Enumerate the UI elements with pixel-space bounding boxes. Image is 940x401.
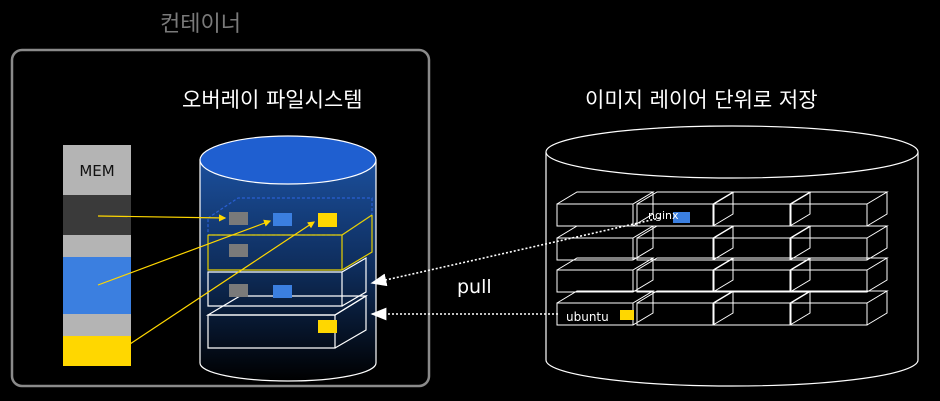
overlay-block-dark-2: [229, 244, 248, 257]
memory-block-gray-2: [63, 314, 131, 336]
image-layer-box: [636, 225, 735, 261]
overlay-layer-bottom: [205, 294, 369, 349]
image-store-cylinder: [545, 125, 919, 387]
image-layer-box: [636, 257, 735, 293]
image-layer-box: [713, 225, 812, 261]
ubuntu-layer-highlight: [620, 310, 634, 320]
container-title: 컨테이너: [160, 12, 241, 37]
memory-label: MEM: [79, 162, 115, 180]
memory-block-label-area: [63, 145, 131, 195]
ubuntu-label: ubuntu: [566, 310, 609, 324]
overlay-block-dark-3: [229, 284, 248, 297]
container-frame: [10, 48, 431, 388]
overlay-block-yellow-2: [318, 320, 337, 333]
nginx-label: nginx: [648, 209, 679, 222]
memory-block-yellow: [63, 336, 131, 366]
image-layer-box: [556, 257, 655, 293]
pull-arrows: [370, 217, 661, 321]
overlay-block-dark-1: [229, 212, 248, 225]
image-layer-box: [713, 257, 812, 293]
overlay-block-blue-1: [273, 213, 292, 226]
image-layer-box: [636, 290, 735, 326]
memory-block-blue: [63, 257, 131, 314]
memory-column: [63, 145, 131, 366]
overlay-block-yellow-1: [318, 213, 337, 227]
image-layer-box: [556, 290, 655, 326]
memory-block-dark: [63, 195, 131, 235]
pull-arrow-nginx: [370, 217, 661, 287]
memory-mapping-lines: [97, 214, 316, 345]
image-store-cylinder-top: [545, 125, 919, 179]
image-layer-box: [790, 290, 889, 326]
overlay-filesystem-title: 오버레이 파일시스템: [182, 88, 363, 112]
overlay-block-blue-2: [273, 285, 292, 298]
overlay-cylinder-top: [199, 135, 377, 185]
image-layer-box: [790, 225, 889, 261]
nginx-layer-highlight: [673, 212, 690, 223]
image-layer-box: [556, 225, 655, 261]
image-store-title: 이미지 레이어 단위로 저장: [585, 88, 818, 112]
image-layer-grid: [556, 191, 889, 326]
overlay-layer-top: [207, 197, 373, 271]
memory-block-gray-1: [63, 235, 131, 257]
image-layer-box: [713, 290, 812, 326]
overlay-cylinder: [199, 135, 377, 382]
pull-label: pull: [457, 276, 492, 298]
image-layer-box: [790, 257, 889, 293]
overlay-layer-middle: [207, 256, 367, 307]
